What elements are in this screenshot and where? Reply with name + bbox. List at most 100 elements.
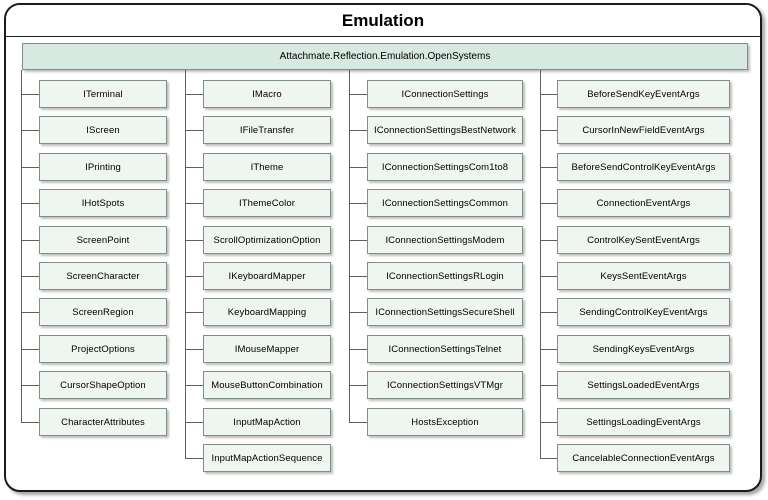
class-node-label: IScreen bbox=[86, 124, 120, 136]
class-node: IConnectionSettings bbox=[367, 80, 523, 108]
connector-horizontal bbox=[21, 312, 39, 313]
class-node-label: IConnectionSettingsCommon bbox=[381, 197, 509, 209]
connector-horizontal bbox=[21, 167, 39, 168]
class-node: CursorInNewFieldEventArgs bbox=[557, 116, 730, 144]
class-node-label: IHotSpots bbox=[81, 197, 125, 209]
namespace-label: Attachmate.Reflection.Emulation.OpenSyst… bbox=[279, 51, 491, 62]
class-node-label: ScrollOptimizationOption bbox=[213, 234, 321, 246]
connector-horizontal bbox=[349, 167, 367, 168]
class-node-label: InputMapAction bbox=[233, 416, 301, 428]
class-node-label: CancelableConnectionEventArgs bbox=[572, 452, 715, 464]
class-node: CharacterAttributes bbox=[39, 408, 167, 436]
class-node: IConnectionSettingsRLogin bbox=[367, 262, 523, 290]
class-node: IKeyboardMapper bbox=[203, 262, 331, 290]
class-node-label: KeyboardMapping bbox=[227, 306, 307, 318]
class-node-label: SendingKeysEventArgs bbox=[592, 343, 695, 355]
class-node-label: IThemeColor bbox=[238, 197, 295, 209]
class-node-label: CursorShapeOption bbox=[60, 379, 146, 391]
class-node: IConnectionSettingsCommon bbox=[367, 189, 523, 217]
connector-horizontal bbox=[185, 167, 203, 168]
class-node-label: SettingsLoadingEventArgs bbox=[586, 416, 701, 428]
class-node: IConnectionSettingsTelnet bbox=[367, 335, 523, 363]
class-node-label: IConnectionSettingsSecureShell bbox=[375, 306, 515, 318]
class-node: ScreenCharacter bbox=[39, 262, 167, 290]
class-node: IFileTransfer bbox=[203, 116, 331, 144]
class-node-label: SendingControlKeyEventArgs bbox=[579, 306, 708, 318]
connector-horizontal bbox=[185, 385, 203, 386]
connector-vertical bbox=[21, 70, 22, 422]
class-node-label: BeforeSendKeyEventArgs bbox=[587, 88, 700, 100]
connector-vertical bbox=[540, 70, 541, 458]
class-node: KeyboardMapping bbox=[203, 298, 331, 326]
class-node: InputMapActionSequence bbox=[203, 444, 331, 472]
class-node: ProjectOptions bbox=[39, 335, 167, 363]
connector-horizontal bbox=[540, 385, 557, 386]
class-node: ControlKeySentEventArgs bbox=[557, 226, 730, 254]
class-node: BeforeSendControlKeyEventArgs bbox=[557, 153, 730, 181]
class-node: SettingsLoadingEventArgs bbox=[557, 408, 730, 436]
connector-horizontal bbox=[540, 94, 557, 95]
connector-horizontal bbox=[21, 130, 39, 131]
connector-horizontal bbox=[349, 312, 367, 313]
class-node: IConnectionSettingsVTMgr bbox=[367, 371, 523, 399]
class-node-label: SettingsLoadedEventArgs bbox=[587, 379, 700, 391]
class-node-label: MouseButtonCombination bbox=[211, 379, 323, 391]
class-node-label: ConnectionEventArgs bbox=[596, 197, 691, 209]
class-node: ConnectionEventArgs bbox=[557, 189, 730, 217]
class-node: MouseButtonCombination bbox=[203, 371, 331, 399]
class-node-label: IConnectionSettingsModem bbox=[385, 234, 505, 246]
class-node: IConnectionSettingsBestNetwork bbox=[367, 116, 523, 144]
connector-horizontal bbox=[349, 385, 367, 386]
connector-horizontal bbox=[540, 276, 557, 277]
connector-horizontal bbox=[349, 276, 367, 277]
class-node: IThemeColor bbox=[203, 189, 331, 217]
class-node: InputMapAction bbox=[203, 408, 331, 436]
connector-horizontal bbox=[185, 312, 203, 313]
class-node-label: InputMapActionSequence bbox=[211, 452, 323, 464]
class-node-label: IPrinting bbox=[85, 161, 121, 173]
connector-horizontal bbox=[185, 240, 203, 241]
class-node-label: ProjectOptions bbox=[71, 343, 135, 355]
class-node: SendingControlKeyEventArgs bbox=[557, 298, 730, 326]
class-node: IConnectionSettingsCom1to8 bbox=[367, 153, 523, 181]
class-node: CursorShapeOption bbox=[39, 371, 167, 399]
class-node-label: IConnectionSettingsBestNetwork bbox=[374, 124, 516, 136]
class-node-label: ITerminal bbox=[83, 88, 123, 100]
class-node-label: IConnectionSettingsRLogin bbox=[386, 270, 504, 282]
connector-horizontal bbox=[349, 203, 367, 204]
class-node-label: HostsException bbox=[411, 416, 479, 428]
connector-horizontal bbox=[21, 276, 39, 277]
connector-horizontal bbox=[349, 94, 367, 95]
class-node: KeysSentEventArgs bbox=[557, 262, 730, 290]
class-node-label: ITheme bbox=[250, 161, 284, 173]
connector-horizontal bbox=[349, 349, 367, 350]
class-node-label: ScreenRegion bbox=[72, 306, 134, 318]
connector-horizontal bbox=[540, 312, 557, 313]
title-bar: Emulation bbox=[6, 5, 760, 37]
class-node: ScrollOptimizationOption bbox=[203, 226, 331, 254]
connector-horizontal bbox=[540, 130, 557, 131]
connector-horizontal bbox=[540, 458, 557, 459]
connector-horizontal bbox=[540, 167, 557, 168]
connector-horizontal bbox=[185, 203, 203, 204]
class-node-label: IMouseMapper bbox=[234, 343, 300, 355]
connector-horizontal bbox=[185, 349, 203, 350]
connector-horizontal bbox=[185, 130, 203, 131]
class-node-label: CursorInNewFieldEventArgs bbox=[582, 124, 705, 136]
class-node-label: IConnectionSettingsVTMgr bbox=[387, 379, 503, 391]
class-node: SettingsLoadedEventArgs bbox=[557, 371, 730, 399]
namespace-node: Attachmate.Reflection.Emulation.OpenSyst… bbox=[22, 43, 748, 70]
connector-horizontal bbox=[185, 276, 203, 277]
class-node-label: IFileTransfer bbox=[239, 124, 295, 136]
connector-horizontal bbox=[21, 94, 39, 95]
class-node-label: IMacro bbox=[252, 88, 282, 100]
connector-horizontal bbox=[21, 203, 39, 204]
connector-horizontal bbox=[185, 94, 203, 95]
connector-vertical bbox=[185, 70, 186, 458]
class-node-label: IConnectionSettingsTelnet bbox=[388, 343, 502, 355]
class-node: HostsException bbox=[367, 408, 523, 436]
connector-horizontal bbox=[349, 422, 367, 423]
class-node: IHotSpots bbox=[39, 189, 167, 217]
class-node-label: IKeyboardMapper bbox=[228, 270, 306, 282]
connector-vertical bbox=[349, 70, 350, 422]
